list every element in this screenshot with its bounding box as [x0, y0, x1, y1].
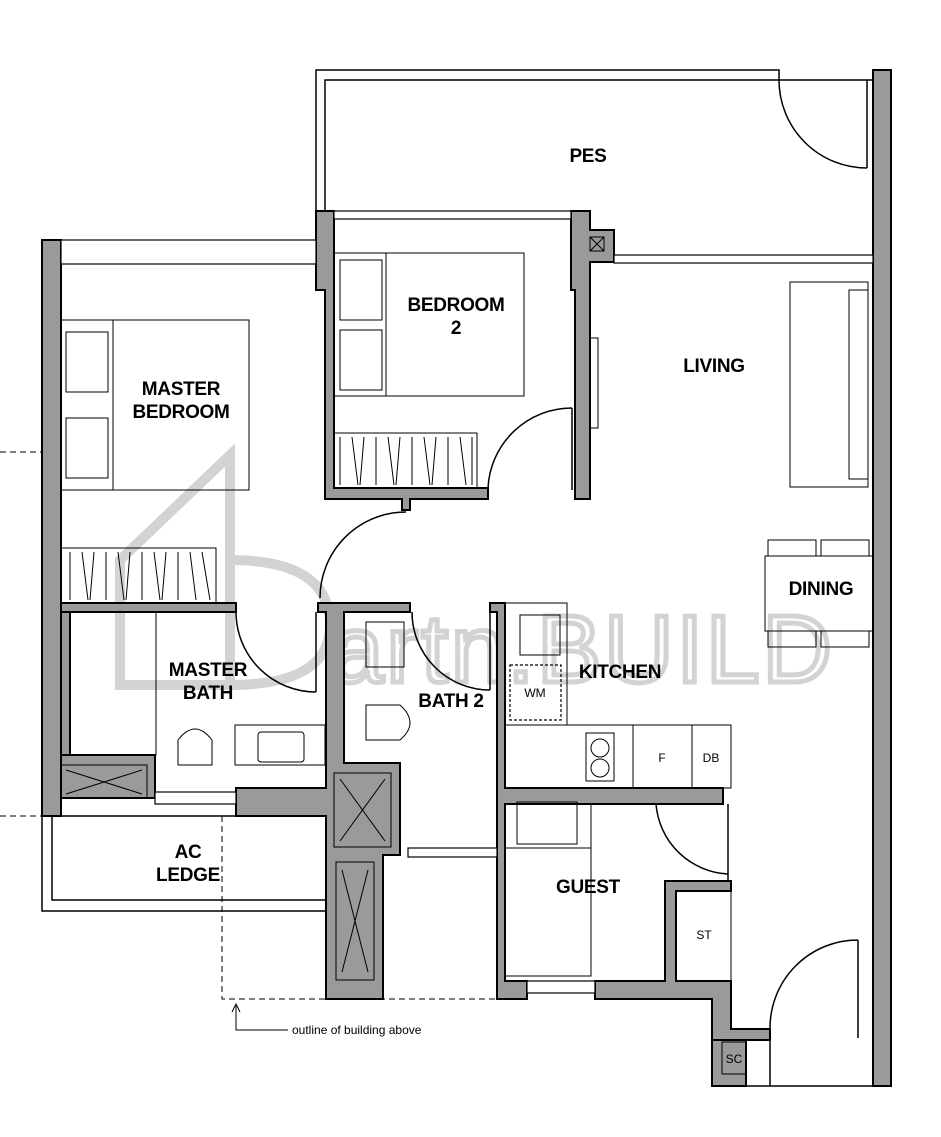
- master-bath-window: [154, 791, 237, 805]
- kitchen-hob: [585, 732, 615, 782]
- living-tv-console: [589, 337, 599, 429]
- bath2-label: BATH 2: [418, 691, 483, 712]
- fridge-label: F: [658, 751, 665, 765]
- living-window: [613, 254, 874, 264]
- shelter-wall: [711, 1039, 747, 1087]
- master-bath-vanity: [234, 724, 326, 766]
- bedroom2-pillow-1: [339, 259, 383, 321]
- master-bedroom-label-line1: MASTER: [142, 379, 221, 400]
- bath2-shower: [333, 772, 392, 848]
- bedroom2-bed: [333, 252, 525, 397]
- service-shaft: [589, 236, 605, 252]
- bedroom2-wardrobe: [333, 432, 478, 489]
- bath2-duct-cross: [341, 869, 369, 973]
- bedroom2-label-line2: 2: [451, 318, 461, 339]
- dining-label: DINING: [789, 579, 854, 600]
- bedroom2-wall: [315, 210, 489, 511]
- watermark-house-shape: [115, 443, 235, 690]
- master-bed: [60, 319, 250, 491]
- master-bath-toilet: [177, 728, 213, 766]
- bedroom2-living-wall: [570, 210, 615, 500]
- living-label: LIVING: [683, 356, 745, 377]
- outline-note-arrow-icon: [231, 1002, 241, 1013]
- washing-machine-slot: [509, 664, 562, 721]
- bath2-shower-cross: [339, 778, 386, 842]
- master-bedroom-door-arc: [319, 511, 407, 599]
- kitchen-counter-bottom: [504, 724, 732, 789]
- guest-door-arc: [655, 803, 729, 875]
- kitchen-sink: [519, 614, 561, 656]
- dining-chair-2: [820, 539, 870, 557]
- master-bath-floor-trap: [60, 764, 148, 799]
- master-bedroom-window: [60, 239, 317, 265]
- bath2-door-arc: [411, 611, 491, 691]
- building-above-outline: [221, 816, 497, 1000]
- shelter-cupboard: [721, 1041, 747, 1075]
- dining-chair-3: [767, 630, 817, 648]
- kitchen-hob-burner-1: [590, 738, 610, 758]
- master-bath-shower-area: [69, 611, 157, 756]
- db-label: DB: [703, 751, 720, 765]
- shelter-cupboard-label: SC: [726, 1052, 743, 1066]
- left-exterior-wall: [41, 239, 62, 817]
- labels: PES BEDROOM 2 LIVING MASTER BEDROOM DINI…: [132, 146, 853, 1066]
- bath2-toilet: [365, 704, 411, 741]
- walls: [41, 69, 892, 1087]
- living-sofa: [789, 281, 869, 488]
- master-pillow-2: [65, 417, 109, 479]
- bedroom2-window: [333, 210, 572, 220]
- store-label: ST: [696, 928, 712, 942]
- outline-note: outline of building above: [292, 1023, 422, 1037]
- pes-door-arc: [778, 79, 868, 169]
- bedroom2-label-line1: BEDROOM: [407, 295, 504, 316]
- guest-label: GUEST: [556, 877, 621, 898]
- outline-note-leader: [235, 1006, 288, 1031]
- bedroom2-wardrobe-hangers: [339, 436, 473, 486]
- master-wardrobe: [60, 547, 217, 604]
- master-bath-left-wall: [60, 611, 71, 756]
- master-bath-floor-trap-cross: [65, 769, 143, 795]
- kitchen-hob-burner-2: [590, 758, 610, 778]
- dining-chair-4: [820, 630, 870, 648]
- entrance-door-arc: [769, 939, 859, 1030]
- service-shaft-cross: [589, 236, 605, 252]
- guest-window: [526, 980, 596, 994]
- master-bath-door-arc: [235, 611, 317, 693]
- bedroom2-pillow-2: [339, 329, 383, 391]
- ac-ledge-outline: [41, 816, 327, 912]
- guest-pillow: [516, 801, 578, 845]
- master-bath-label-line1: MASTER: [169, 660, 248, 681]
- ac-ledge-label-line1: AC: [175, 842, 202, 863]
- bath2-basin: [365, 621, 405, 668]
- ac-ledge-label-line2: LEDGE: [156, 865, 220, 886]
- dining-chair-1: [767, 539, 817, 557]
- master-wardrobe-hangers: [69, 551, 211, 601]
- master-bath-basin: [257, 731, 305, 763]
- master-pillow-1: [65, 331, 109, 393]
- outlines: [0, 69, 874, 1087]
- store-room: [675, 890, 732, 982]
- living-sofa-back: [848, 289, 869, 480]
- bath2-duct: [335, 861, 375, 981]
- pes-boundary: [315, 69, 780, 211]
- bath2-window: [407, 847, 498, 858]
- dining-table: [764, 555, 874, 632]
- pes-label: PES: [569, 146, 606, 167]
- washing-machine-label: WM: [524, 686, 545, 700]
- master-bedroom-label-line2: BEDROOM: [132, 402, 229, 423]
- master-bath-label-line2: BATH: [183, 683, 233, 704]
- kitchen-label: KITCHEN: [579, 662, 661, 683]
- master-bath-top-wall: [60, 602, 237, 613]
- right-exterior-wall: [872, 69, 892, 1087]
- guest-bed: [504, 803, 592, 977]
- bedroom2-door-arc: [487, 407, 573, 489]
